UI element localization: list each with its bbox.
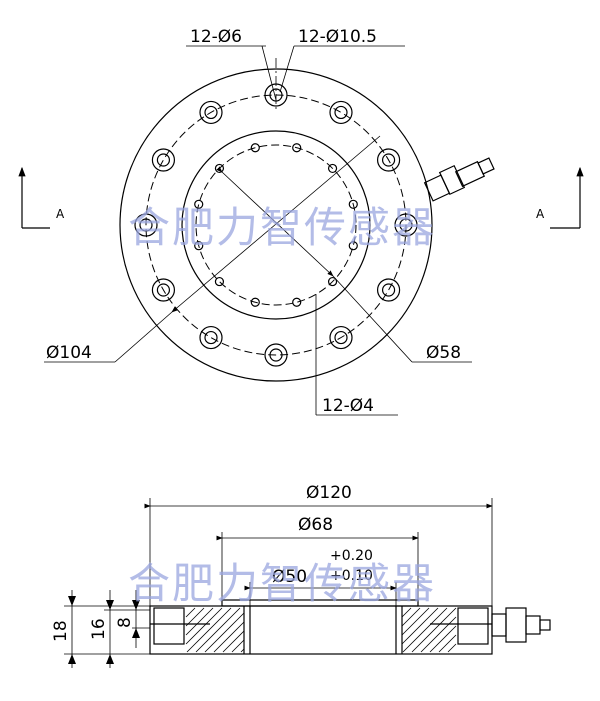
side-view: Ø120 Ø68 Ø50 +0.20 +0.10 18 16 8 [51, 483, 551, 668]
outer-bolt-hole [381, 283, 396, 297]
side-cable-gland [491, 607, 551, 643]
inner-bolt-hole [327, 276, 338, 287]
hatch-line [213, 621, 245, 653]
hatch-line [185, 607, 223, 645]
label-dia-bore: Ø50 [272, 567, 307, 587]
label-outer-pcd: Ø104 [46, 343, 92, 363]
outer-bolt-hole [376, 148, 401, 172]
hatch-line [185, 607, 196, 618]
label-dia-mid: Ø68 [298, 515, 333, 535]
outer-bolt-hole [204, 330, 218, 345]
label-tol-upper: +0.20 [330, 548, 373, 564]
outer-bolt-hole [399, 218, 413, 232]
outer-bolt-hole [156, 283, 171, 297]
inner-bolt-hole [194, 199, 204, 209]
hatch-line [240, 648, 245, 653]
outer-bolt-hole [199, 100, 223, 125]
hatch-line [447, 643, 457, 653]
top-view: 12-Ø6 12-Ø10.5 Ø104 Ø58 12-Ø4 A A [18, 27, 584, 416]
label-dia-outer: Ø120 [306, 483, 352, 503]
outer-rim [119, 68, 433, 382]
outer-bolt-hole [264, 343, 288, 367]
label-height-flange: 16 [89, 618, 109, 640]
outer-bolt-hole [269, 348, 283, 362]
outer-bolt-hole [334, 330, 348, 345]
outer-bolt-hole [134, 213, 158, 237]
hatch-line [401, 607, 421, 627]
hatch-line [429, 625, 457, 653]
inner-bolt-hole [348, 241, 358, 251]
inner-bolt-hole [194, 241, 204, 251]
hatch-line [420, 616, 457, 653]
pcd58-leader [216, 166, 334, 277]
hatch-line [401, 607, 430, 636]
inner-bolt-hole [292, 143, 302, 153]
inner-bolt-hole [348, 199, 358, 209]
inner-boss [181, 130, 371, 320]
outer-bolt-hole [151, 278, 176, 302]
hatch-line [195, 607, 241, 653]
section-marker-left [18, 166, 50, 229]
label-inner-pcd: Ø58 [426, 343, 461, 363]
outer-bolt-hole [139, 218, 153, 232]
hatch-line [402, 607, 448, 653]
hatch-line [204, 612, 245, 653]
outer-bolt-hole [199, 325, 223, 350]
side-hole-right [457, 607, 489, 645]
hatch-line [186, 607, 232, 653]
watermark-top: 合肥力智传感器 [128, 203, 436, 252]
hatch-line [438, 634, 457, 653]
hatch-line [231, 639, 245, 653]
inner-bolt-hole [250, 297, 260, 307]
outer-bolt-hole [204, 105, 218, 120]
label-holes-small: 12-Ø6 [190, 27, 242, 47]
outer-bolt-hole [381, 153, 396, 167]
label-height-total: 18 [51, 620, 71, 642]
hatch-line [185, 607, 214, 636]
cable-gland [423, 157, 495, 202]
hatch-line [401, 607, 412, 618]
section-label-right: A [536, 207, 545, 221]
outer-bolt-hole [376, 278, 401, 302]
outer-bolt-hole [334, 105, 348, 120]
inner-bolt-hole [250, 143, 260, 153]
label-height-step: 8 [115, 617, 135, 628]
section-marker-right [550, 166, 584, 229]
outer-bolt-hole [151, 148, 176, 172]
watermark-bottom: 合肥力智传感器 [128, 559, 436, 608]
section-hatching [185, 607, 457, 653]
label-tol-lower: +0.10 [330, 568, 373, 584]
hatch-line [411, 607, 457, 653]
hatch-line [185, 607, 205, 627]
section-label-left: A [56, 207, 65, 221]
hatch-line [401, 607, 439, 645]
hatch-line [222, 630, 245, 653]
outer-bolt-hole [329, 100, 353, 125]
label-inner-holes: 12-Ø4 [322, 396, 374, 416]
outer-bolt-holes [134, 83, 418, 367]
inner-bolt-hole [214, 276, 225, 287]
top-boss [221, 599, 419, 607]
outer-bolt-hole [394, 213, 418, 237]
outer-bolt-hole [329, 325, 353, 350]
outer-bolt-hole [156, 153, 171, 167]
label-holes-large: 12-Ø10.5 [298, 27, 377, 47]
side-hole-left [153, 607, 185, 645]
inner-bolt-hole [292, 297, 302, 307]
inner-bolt-circle [195, 144, 357, 306]
